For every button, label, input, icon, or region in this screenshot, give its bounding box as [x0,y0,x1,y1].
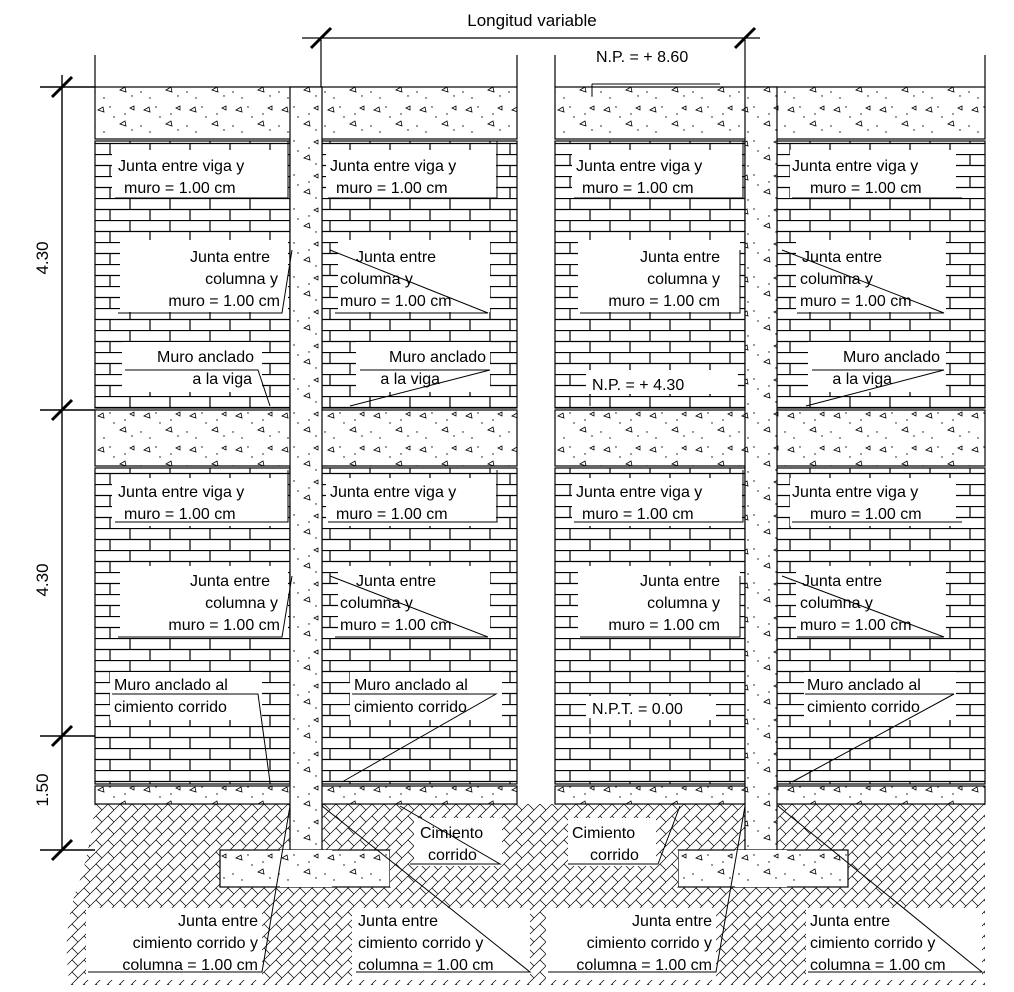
dimension-middle: 4.30 [33,563,52,596]
title: Longitud variable [467,11,596,30]
column-right [744,86,778,851]
leader-lines [88,83,984,973]
column-left [289,86,323,851]
column-right-base [735,850,787,887]
dimension-line [40,75,95,851]
dimension-upper: 4.30 [33,241,52,274]
level-ground: N.P.T. = 0.00 [592,701,683,718]
dimension-lower: 1.50 [33,773,52,806]
edge-lines [94,37,986,87]
label-backgrounds [40,92,982,980]
level-mid: N.P. = + 4.30 [592,377,684,394]
level-top: N.P. = + 8.60 [596,49,688,66]
dimension-ticks [50,26,757,862]
column-left-base [280,850,332,887]
